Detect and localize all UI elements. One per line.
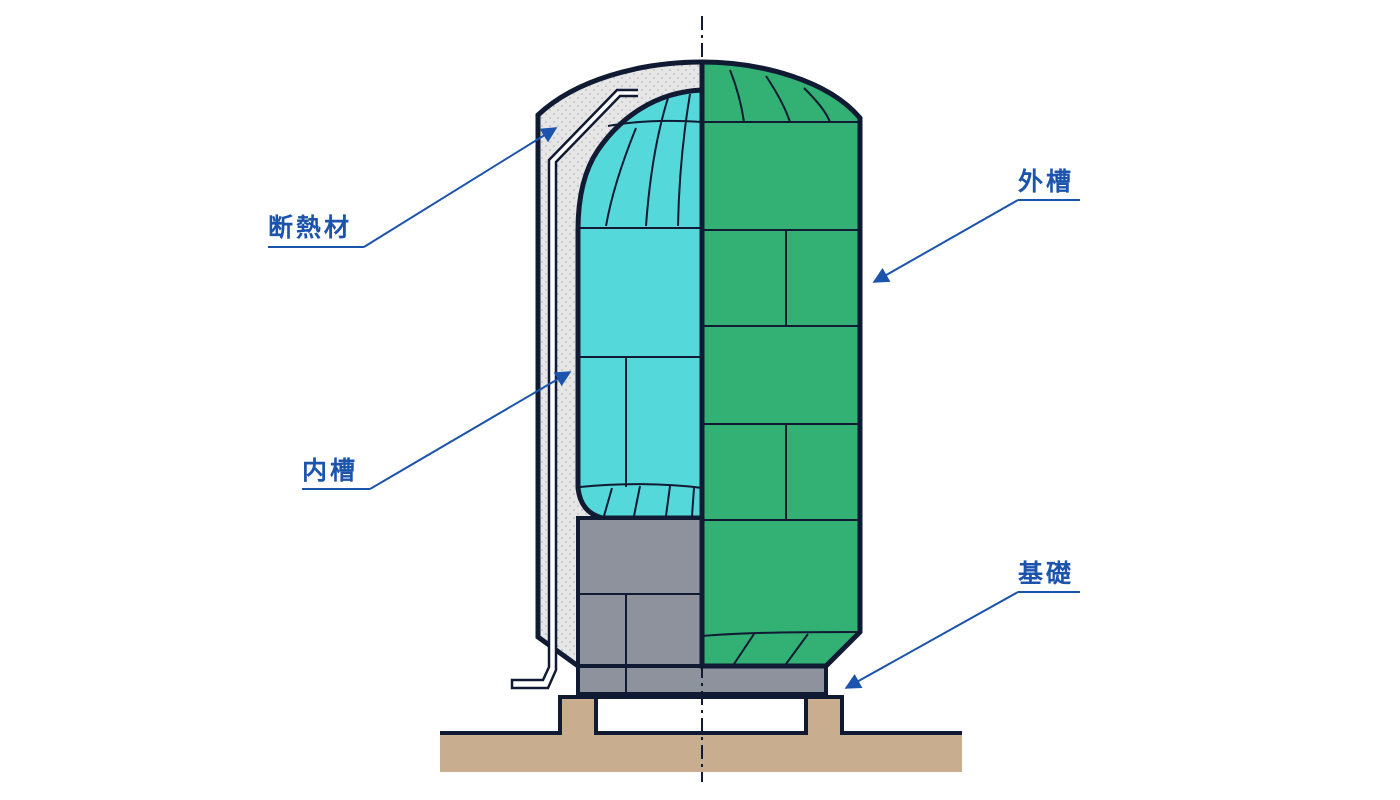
label-outer-tank-text: 外槽 — [1018, 167, 1074, 196]
arrow-inner-tank — [369, 371, 572, 490]
outer-tank — [699, 59, 863, 669]
label-foundation-text: 基礎 — [1018, 559, 1074, 588]
inner-tank — [575, 87, 705, 521]
arrow-insulation — [363, 127, 558, 248]
pipe — [510, 88, 638, 690]
foundation-block — [576, 516, 704, 668]
label-outer-tank: 外槽 — [872, 167, 1080, 283]
label-foundation: 基礎 — [844, 559, 1080, 689]
label-insulation: 断熱材 — [268, 127, 558, 248]
arrow-foundation — [844, 591, 1019, 689]
arrow-outer-tank — [872, 199, 1019, 283]
label-inner-tank-text: 内槽 — [302, 456, 358, 485]
ground — [440, 695, 962, 772]
label-insulation-text: 断熱材 — [268, 213, 352, 242]
label-inner-tank: 内槽 — [302, 371, 572, 490]
